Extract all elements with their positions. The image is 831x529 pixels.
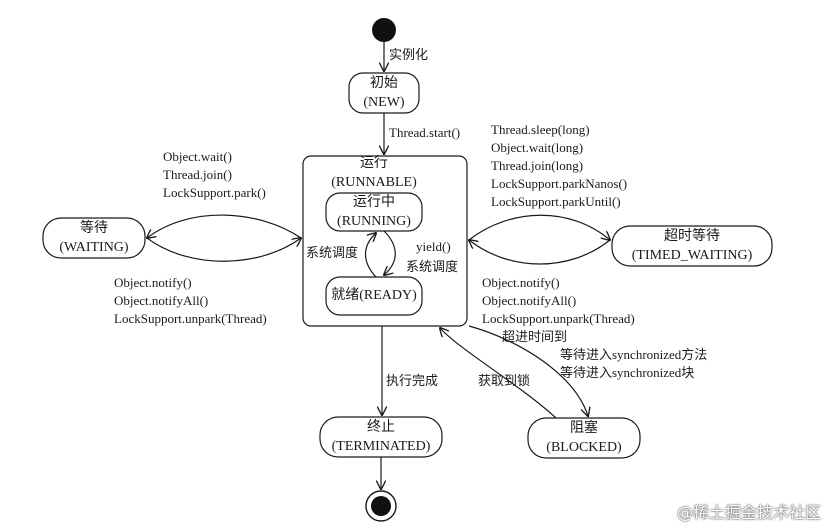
state-timed-waiting-box — [611, 225, 773, 267]
transition-line: 等待进入synchronized块 — [560, 365, 695, 380]
transition-instantiate: 实例化 — [389, 47, 429, 62]
state-running: 运行中 (RUNNING) — [326, 193, 422, 231]
transition-to-timed-waiting: Thread.sleep(long) Object.wait(long) Thr… — [491, 121, 627, 211]
state-terminated: 终止 (TERMINATED) — [320, 418, 442, 456]
arrow-timed-waiting-to-runnable — [469, 240, 611, 265]
state-timed-waiting: 超时等待 (TIMED_WAITING) — [612, 227, 772, 265]
transition-line: Object.wait() — [163, 149, 232, 164]
transition-to-waiting: Object.wait() Thread.join() LockSupport.… — [163, 148, 266, 202]
state-timed-waiting-en: (TIMED_WAITING) — [631, 248, 753, 263]
state-running-box — [325, 192, 423, 232]
transition-from-waiting: Object.notify() Object.notifyAll() LockS… — [114, 274, 267, 328]
transition-line: Thread.join() — [163, 167, 232, 182]
transition-line: Object.notify() — [114, 275, 192, 290]
state-terminated-en: (TERMINATED) — [331, 439, 431, 454]
end-node-dot — [371, 496, 391, 516]
transition-thread-start: Thread.start() — [389, 125, 461, 140]
transition-line: LockSupport.unpark(Thread) — [114, 311, 267, 326]
arrow-waiting-to-runnable — [146, 238, 301, 262]
arrow-ready-to-running — [364, 233, 377, 278]
transition-line: Thread.sleep(long) — [491, 122, 590, 137]
state-blocked: 阻塞 (BLOCKED) — [528, 419, 640, 457]
transition-line: LockSupport.park() — [163, 185, 266, 200]
state-ready-box — [325, 276, 423, 316]
transition-line: Object.notify() — [482, 275, 560, 290]
state-runnable: 运行 (RUNNABLE) — [326, 154, 422, 192]
transition-line: Object.notifyAll() — [482, 293, 577, 308]
state-waiting-name: 等待 — [80, 221, 108, 236]
state-timed-waiting-name: 超时等待 — [664, 229, 720, 244]
state-blocked-name: 阻塞 — [570, 421, 598, 436]
transition-line: 等待进入synchronized方法 — [560, 347, 708, 362]
state-blocked-en: (BLOCKED) — [546, 440, 622, 455]
transition-line: LockSupport.unpark(Thread) — [482, 311, 635, 326]
state-runnable-en: (RUNNABLE) — [331, 175, 417, 190]
state-running-name: 运行中 — [353, 195, 395, 210]
start-node — [372, 18, 396, 42]
transition-to-blocked: 等待进入synchronized方法 等待进入synchronized块 — [560, 346, 707, 382]
state-waiting-en: (WAITING) — [59, 240, 129, 255]
transition-line: LockSupport.parkUntil() — [491, 194, 621, 209]
arrow-runnable-to-blocked — [468, 325, 588, 416]
transition-acquire-lock: 获取到锁 — [478, 373, 531, 388]
transition-line: LockSupport.parkNanos() — [491, 176, 628, 191]
transition-yield: yield() — [416, 239, 451, 254]
transition-line: Thread.join(long) — [491, 158, 584, 173]
transition-finish: 执行完成 — [386, 373, 439, 388]
state-new-name: 初始 — [370, 76, 398, 91]
state-ready: 就绪(READY) — [331, 288, 417, 303]
watermark: @稀土掘金技术社区 — [676, 503, 821, 522]
state-runnable-name: 运行 — [360, 156, 388, 171]
state-terminated-name: 终止 — [367, 420, 395, 435]
state-new-en: (NEW) — [363, 95, 405, 110]
state-waiting: 等待 (WAITING) — [43, 219, 145, 257]
arrow-runnable-to-waiting — [147, 214, 302, 238]
transition-schedule-left: 系统调度 — [306, 245, 359, 260]
arrow-blocked-to-runnable — [440, 328, 557, 419]
transition-from-timed-waiting: Object.notify() Object.notifyAll() LockS… — [482, 274, 635, 346]
transition-line: 超进时间到 — [502, 329, 568, 344]
state-running-en: (RUNNING) — [337, 214, 411, 229]
arrow-runnable-to-timed-waiting — [468, 214, 610, 240]
arrow-running-to-ready — [384, 230, 396, 275]
transition-schedule-right: 系统调度 — [406, 259, 459, 274]
state-new: 初始 (NEW) — [349, 74, 419, 112]
state-waiting-box — [42, 217, 146, 259]
transition-line: Object.wait(long) — [491, 140, 584, 155]
transition-line: Object.notifyAll() — [114, 293, 209, 308]
